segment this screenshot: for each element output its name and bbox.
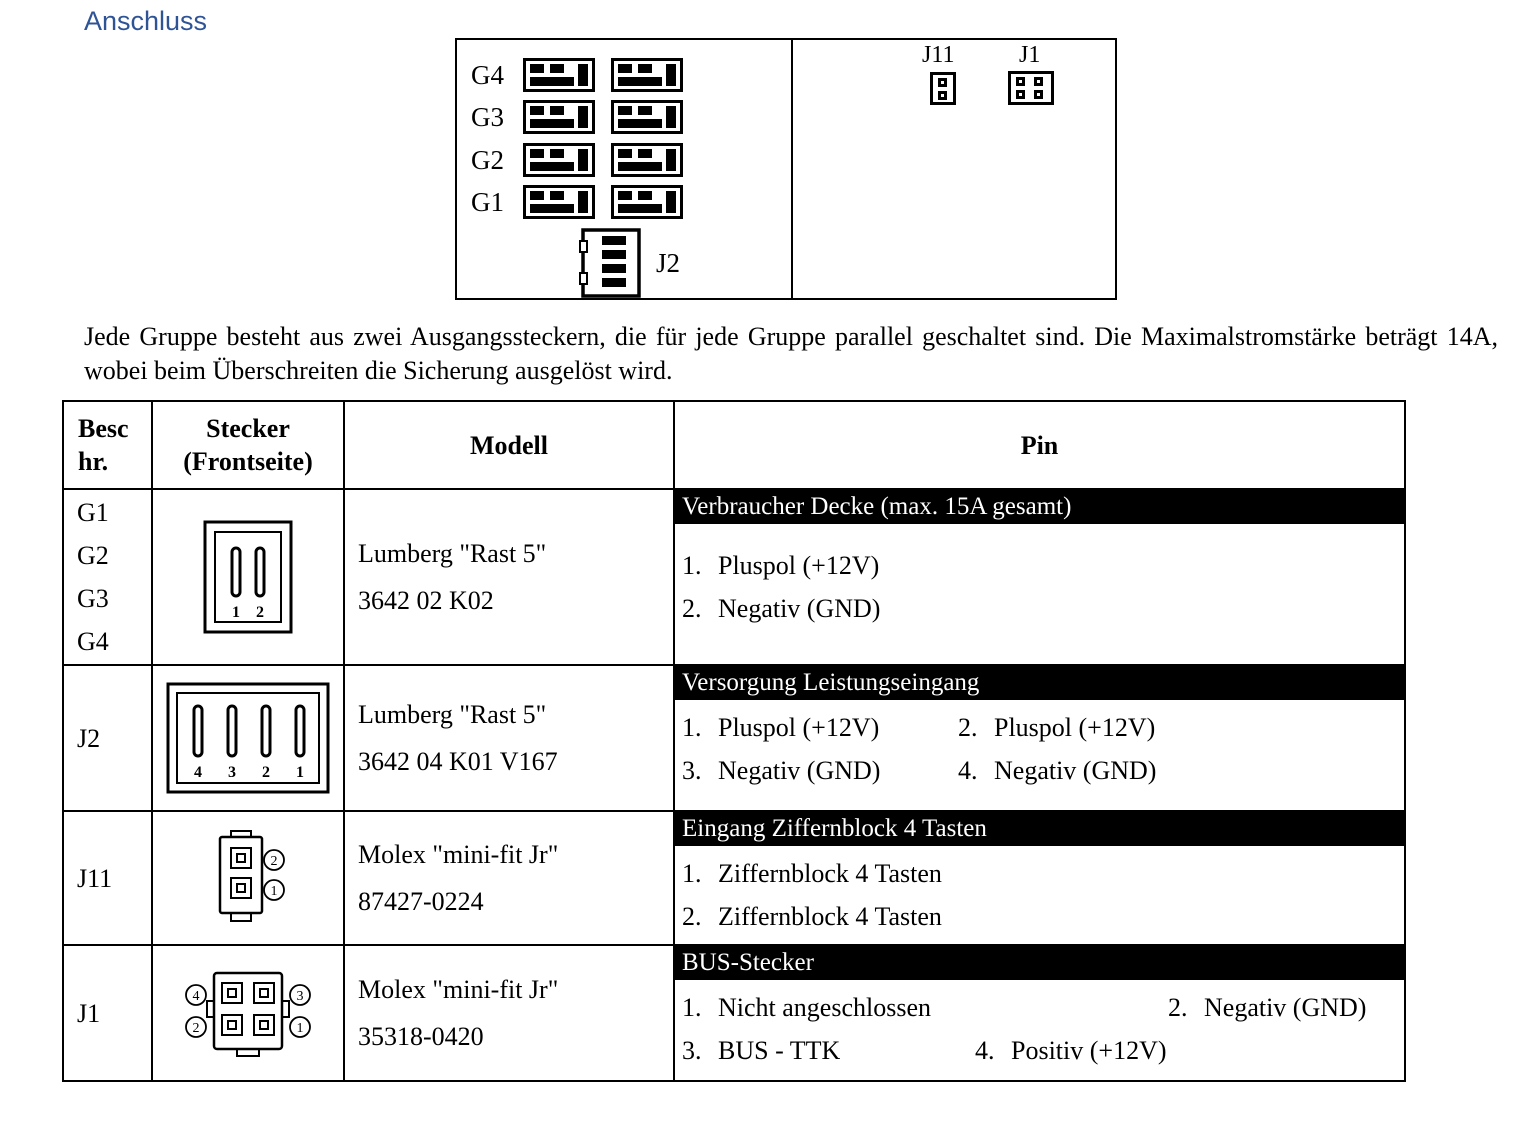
group-label-g3: G3 [471, 101, 504, 132]
pin-item: 2.Negativ (GND) [682, 594, 881, 623]
table-row-j11-beschr: J11 [64, 812, 153, 946]
table-row-g-stecker: 1 2 [153, 490, 345, 666]
pin-number: 1 [296, 764, 304, 781]
pin-item: 2.Ziffernblock 4 Tasten [682, 902, 942, 931]
group-row-g1: G1 [471, 185, 683, 219]
table-row-j11-modell: Molex "mini-fit Jr" 87427-0224 [345, 812, 675, 946]
group-label-g4: G4 [471, 59, 504, 90]
table-row-j1-stecker: 4 3 2 1 [153, 946, 345, 1080]
pin-item-line: 3.BUS - TTK 4.Positiv (+12V) [682, 1036, 1167, 1065]
diagram-divider [791, 40, 793, 298]
pin-number: 2 [256, 604, 264, 621]
table-row-j1-modell: Molex "mini-fit Jr" 35318-0420 [345, 946, 675, 1080]
table-row-j1-pin: BUS-Stecker 1.Nicht angeschlossen 2.Nega… [675, 946, 1404, 1080]
j2-connector-group: J2 [578, 228, 680, 298]
pin-number: 3 [228, 764, 236, 781]
table-row-j2-stecker: 4 3 2 1 [153, 666, 345, 812]
table-row-j11-pin: Eingang Ziffernblock 4 Tasten 1.Ziffernb… [675, 812, 1404, 946]
pin-number: 3 [297, 989, 304, 1004]
j1-connector-icon [1008, 71, 1054, 105]
group-row-g2: G2 [471, 143, 683, 177]
output-connector-icon [523, 58, 595, 92]
column-header-modell: Modell [345, 402, 675, 490]
rast5-2pin-front-icon: 1 2 [203, 520, 293, 634]
pin-number: 2 [271, 854, 278, 869]
pin-section-header: Verbraucher Decke (max. 15A gesamt) [675, 490, 1404, 524]
pin-list: 1.Nicht angeschlossen 2.Negativ (GND) 3.… [675, 980, 1404, 1072]
j11-label: J11 [922, 42, 955, 68]
pin-number: 1 [232, 604, 240, 621]
pin-number: 2 [262, 764, 270, 781]
output-connector-icon [523, 143, 595, 177]
rast5-4pin-front-icon: 4 3 2 1 [166, 682, 330, 794]
j2-label: J2 [656, 247, 681, 278]
pin-item-line: 1.Nicht angeschlossen 2.Negativ (GND) [682, 993, 1367, 1022]
column-header-beschr: Besc hr. [64, 402, 153, 490]
output-connector-icon [523, 100, 595, 134]
output-connector-icon [611, 58, 683, 92]
j1-label: J1 [1019, 42, 1041, 68]
table-row-j11-stecker: 2 1 [153, 812, 345, 946]
table-row-g-beschr: G1 G2 G3 G4 [64, 490, 153, 666]
table-row-g-modell: Lumberg "Rast 5" 3642 02 K02 [345, 490, 675, 666]
pin-list: 1.Ziffernblock 4 Tasten 2.Ziffernblock 4… [675, 846, 1404, 938]
pin-number: 1 [271, 884, 278, 899]
table-row-j1-beschr: J1 [64, 946, 153, 1080]
group-row-g3: G3 [471, 100, 683, 134]
pin-number: 2 [193, 1021, 200, 1036]
pin-section-header: BUS-Stecker [675, 946, 1404, 980]
group-label-g2: G2 [471, 144, 504, 175]
connector-overview-diagram: G4 G3 G2 G1 [455, 38, 1117, 300]
pin-item: 1.Ziffernblock 4 Tasten [682, 859, 942, 888]
pin-item-line: 1.Pluspol (+12V) 2.Pluspol (+12V) [682, 713, 1156, 742]
table-row-j2-beschr: J2 [64, 666, 153, 812]
pin-section-header: Eingang Ziffernblock 4 Tasten [675, 812, 1404, 846]
molex-2pin-front-icon: 2 1 [218, 830, 285, 922]
pin-list: 1.Pluspol (+12V) 2.Negativ (GND) [675, 524, 1404, 630]
intro-paragraph: Jede Gruppe besteht aus zwei Ausgangsste… [84, 322, 1498, 385]
pin-item: 1.Pluspol (+12V) [682, 551, 880, 580]
output-connector-icon [611, 143, 683, 177]
connector-table: Besc hr. Stecker (Frontseite) Modell Pin… [62, 400, 1406, 1082]
pin-list: 1.Pluspol (+12V) 2.Pluspol (+12V) 3.Nega… [675, 700, 1404, 792]
pin-number: 4 [194, 764, 202, 781]
pin-section-header: Versorgung Leistungseingang [675, 666, 1404, 700]
pin-number: 1 [297, 1021, 304, 1036]
table-row-j2-pin: Versorgung Leistungseingang 1.Pluspol (+… [675, 666, 1404, 812]
output-connector-icon [611, 185, 683, 219]
table-row-j2-modell: Lumberg "Rast 5" 3642 04 K01 V167 [345, 666, 675, 812]
pin-number: 4 [193, 989, 200, 1004]
output-connector-icon [523, 185, 595, 219]
table-row-g-pin: Verbraucher Decke (max. 15A gesamt) 1.Pl… [675, 490, 1404, 666]
molex-4pin-front-icon: 4 3 2 1 [185, 971, 311, 1057]
column-header-pin: Pin [675, 402, 1404, 490]
output-connector-icon [611, 100, 683, 134]
j2-connector-icon [579, 228, 641, 298]
pin-item-line: 3.Negativ (GND) 4.Negativ (GND) [682, 756, 1157, 785]
group-row-g4: G4 [471, 58, 683, 92]
j11-connector-icon [930, 72, 956, 105]
group-label-g1: G1 [471, 186, 504, 217]
page-title: Anschluss [84, 6, 208, 36]
column-header-stecker: Stecker (Frontseite) [153, 402, 345, 490]
